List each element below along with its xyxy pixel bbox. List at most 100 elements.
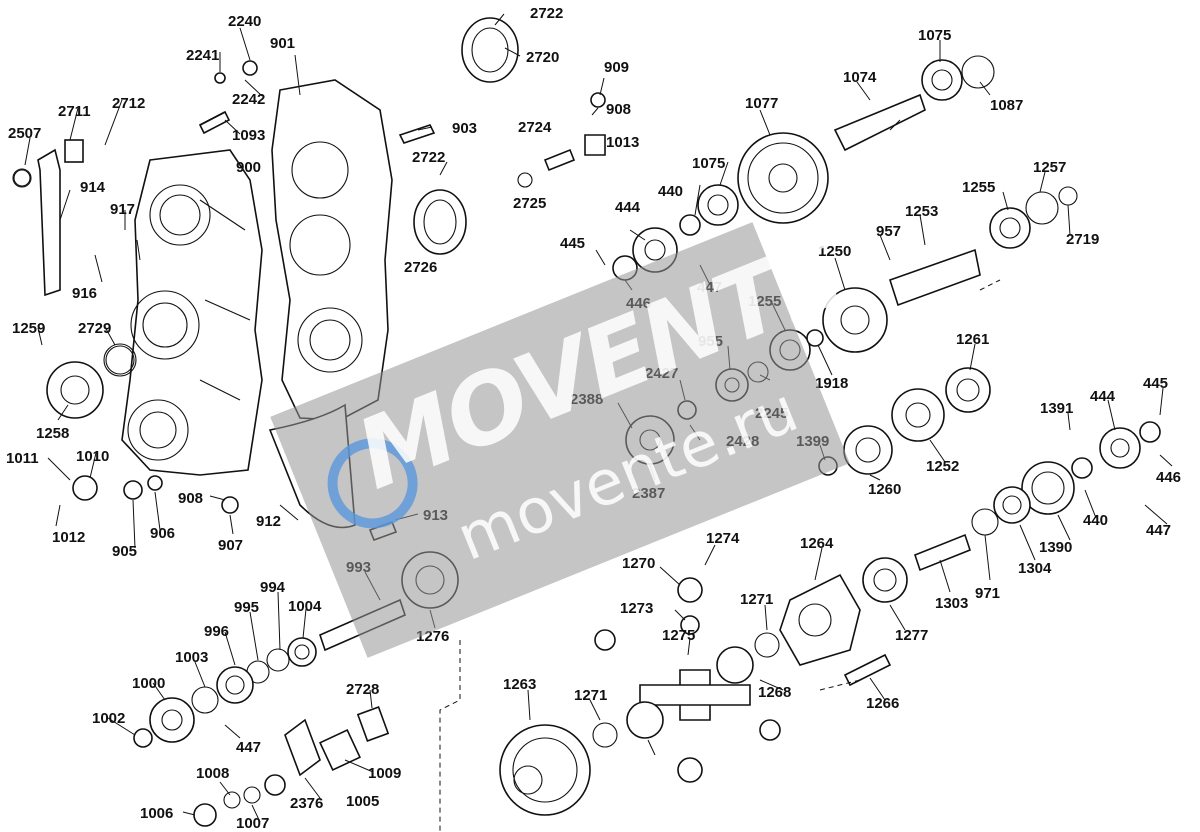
seal-2726 xyxy=(413,189,467,255)
ball-2241 xyxy=(214,72,226,84)
carrier-2387 xyxy=(625,415,675,465)
nut-2240 xyxy=(242,60,258,76)
ring-1007 xyxy=(243,786,261,804)
callout-label-447: 447 xyxy=(1146,522,1171,539)
plug-1006 xyxy=(193,803,217,827)
washer-905 xyxy=(123,480,143,500)
shaft-1303 xyxy=(914,533,971,572)
gear-1263 xyxy=(499,724,591,816)
callout-label-909: 909 xyxy=(604,59,629,76)
callout-label-2428: 2428 xyxy=(726,433,759,450)
callout-label-905: 905 xyxy=(112,543,137,560)
callout-label-1074: 1074 xyxy=(843,69,877,86)
callout-label-2387: 2387 xyxy=(632,485,665,502)
bearing-1255-lower xyxy=(769,329,811,371)
ring-440 xyxy=(679,214,701,236)
callout-label-1011: 1011 xyxy=(6,450,39,467)
callout-label-1273: 1273 xyxy=(620,600,653,617)
callout-label-994: 994 xyxy=(260,579,286,596)
callout-label-1303: 1303 xyxy=(935,595,968,612)
callout-label-1003: 1003 xyxy=(175,649,208,666)
callout-label-440: 440 xyxy=(1083,512,1108,529)
diff-case-1264 xyxy=(779,573,861,666)
bearing-1075 xyxy=(697,184,739,226)
callout-label-2724: 2724 xyxy=(518,119,552,136)
callout-label-1012: 1012 xyxy=(52,529,85,546)
spacer-1918 xyxy=(806,329,824,347)
callout-label-913: 913 xyxy=(423,507,448,524)
bearing-1255-upper xyxy=(989,207,1031,249)
callout-label-1918: 1918 xyxy=(815,375,848,392)
callout-label-1399: 1399 xyxy=(796,433,829,450)
pinion-left xyxy=(594,629,616,651)
elbow-1013 xyxy=(584,134,606,156)
bearing-1261 xyxy=(945,367,991,413)
callout-label-2245: 2245 xyxy=(755,405,788,422)
pipe-914 xyxy=(13,139,84,297)
bearing-1075-top xyxy=(921,59,963,101)
callout-label-2712: 2712 xyxy=(112,95,145,112)
callout-label-1075: 1075 xyxy=(692,155,725,172)
pinion-right xyxy=(759,719,781,741)
callout-label-1075: 1075 xyxy=(918,27,951,44)
plug-907 xyxy=(221,496,239,514)
callout-label-957: 957 xyxy=(876,223,901,240)
callout-label-1275: 1275 xyxy=(662,627,695,644)
callout-label-1277: 1277 xyxy=(895,627,928,644)
callout-label-2427: 2427 xyxy=(645,365,678,382)
bearing-1260 xyxy=(843,425,893,475)
callout-label-2376: 2376 xyxy=(290,795,323,812)
bearing-1276 xyxy=(401,551,459,609)
plunger-1005 xyxy=(264,774,286,796)
ring-1257 xyxy=(1025,191,1059,225)
ring-2245 xyxy=(747,361,769,383)
ring-2725 xyxy=(517,172,533,188)
callout-label-1266: 1266 xyxy=(866,695,899,712)
gear-1250 xyxy=(822,287,888,353)
callout-label-446: 446 xyxy=(626,295,651,312)
callout-label-2507: 2507 xyxy=(8,125,41,142)
callout-label-1255: 1255 xyxy=(748,293,781,310)
ring-2729 xyxy=(103,343,137,377)
ring-440-right xyxy=(1071,457,1093,479)
hub-444-right xyxy=(1099,427,1141,469)
callout-label-908: 908 xyxy=(178,490,203,507)
callout-label-1252: 1252 xyxy=(926,458,959,475)
flange-1000 xyxy=(149,697,195,743)
shaft-1253 xyxy=(889,248,981,307)
callout-label-1257: 1257 xyxy=(1033,159,1066,176)
callout-label-1390: 1390 xyxy=(1039,539,1072,556)
callout-label-1010: 1010 xyxy=(76,448,109,465)
washer-1271 xyxy=(754,632,780,658)
callout-label-1271: 1271 xyxy=(574,687,607,704)
cover-446-right xyxy=(1139,421,1161,443)
shaft-1074 xyxy=(833,93,926,152)
callout-label-445: 445 xyxy=(560,235,585,252)
callout-label-907: 907 xyxy=(218,537,243,554)
callout-label-2722: 2722 xyxy=(412,149,445,166)
washer-906 xyxy=(147,475,163,491)
ring-1008 xyxy=(223,791,241,809)
callout-label-2242: 2242 xyxy=(232,91,265,108)
callout-label-447: 447 xyxy=(236,739,261,756)
callout-label-1268: 1268 xyxy=(758,684,791,701)
hub-444 xyxy=(632,227,678,273)
ring-1390 xyxy=(1021,461,1075,515)
gear-1077 xyxy=(737,132,829,224)
callout-label-1000: 1000 xyxy=(132,675,165,692)
pinion-2427 xyxy=(677,400,697,420)
callout-label-1250: 1250 xyxy=(818,243,851,260)
ring-1003 xyxy=(191,686,219,714)
callout-label-444: 444 xyxy=(615,199,641,216)
callout-label-955: 955 xyxy=(698,333,723,350)
callout-label-1005: 1005 xyxy=(346,793,379,810)
callout-label-2722: 2722 xyxy=(530,5,563,22)
callout-label-1009: 1009 xyxy=(368,765,401,782)
callout-label-996: 996 xyxy=(204,623,229,640)
collar-955 xyxy=(715,368,749,402)
callout-label-993: 993 xyxy=(346,559,371,576)
housing-901 xyxy=(271,79,393,421)
callout-label-1304: 1304 xyxy=(1018,560,1052,577)
